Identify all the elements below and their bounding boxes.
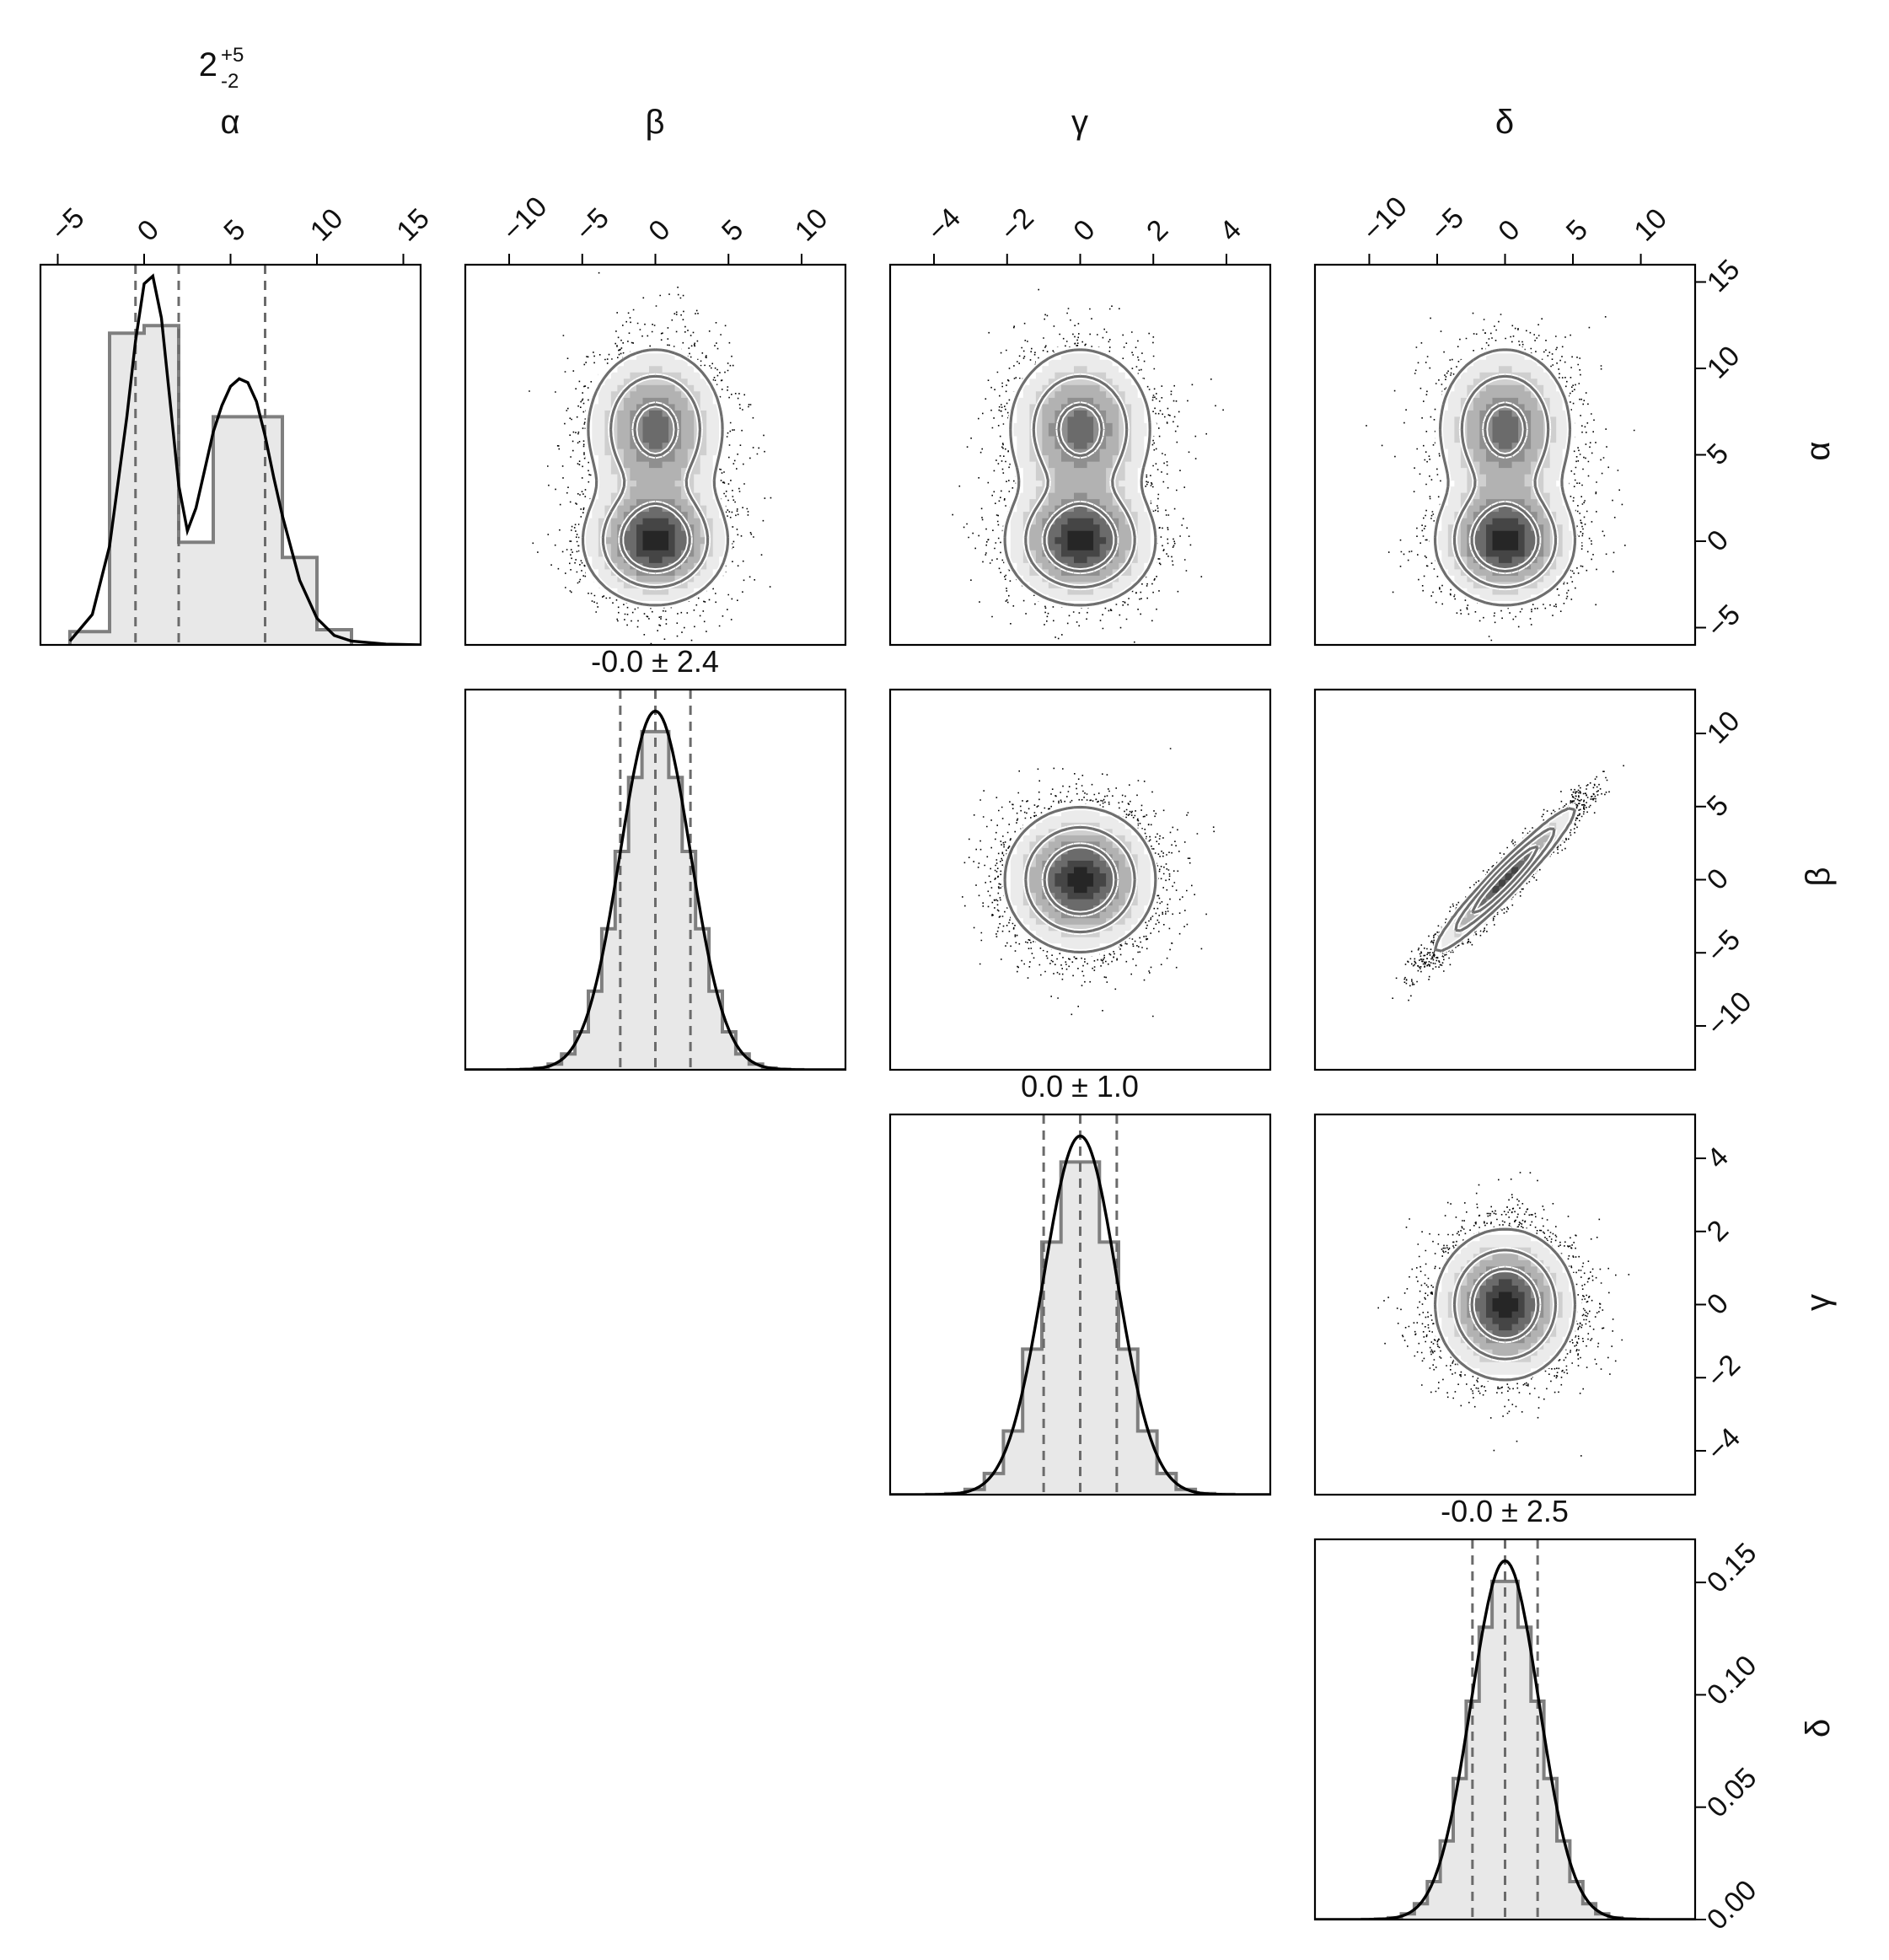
plot-area [529,271,772,645]
summary-alpha-sup: +5 [221,44,244,67]
contour-line-3 [1043,403,1118,573]
panel-frame [888,688,1272,1071]
contour-line-2 [1454,827,1556,932]
joint-panel-gamma-alpha [888,263,1272,647]
joint-panel-delta-gamma [1313,1113,1697,1496]
summary-alpha-sub: -2 [221,70,239,93]
marginal-panel-delta [1313,1538,1697,1921]
joint-panel-gamma-beta [888,688,1272,1071]
density-level-7 [642,530,669,550]
contour-line-3 [1470,403,1540,573]
panel-frame [1313,1538,1697,1921]
density-level-7 [1067,867,1094,894]
density-level-6 [1492,867,1519,894]
contour-line-2 [1024,825,1136,934]
plot-area [1377,1172,1630,1457]
joint-panel-delta-alpha [1313,263,1697,647]
column-header-alpha: α [220,104,239,141]
contour-line-2 [1452,374,1558,589]
plot-area [962,748,1215,1018]
column-header-gamma: γ [1071,104,1088,141]
column-header-delta: δ [1495,104,1514,141]
panel-frame [888,1113,1272,1496]
marginal-panel-beta [464,688,847,1071]
plot-area [1392,765,1624,1001]
row-label-alpha: α [1800,441,1837,460]
summary-alpha-base: 2 [199,46,217,83]
contour-line-3 [1471,845,1539,915]
contour-line-3 [620,403,691,573]
plot-area [952,288,1224,645]
plot-area [67,265,421,645]
contour-line-1 [1434,807,1576,953]
density-level-7 [1492,1291,1519,1318]
marginal-summary-alpha: 2 +5 -2 [199,44,244,93]
plot-area [1366,312,1635,642]
contour-line-1 [1433,348,1577,607]
contour-line-1 [1003,805,1157,954]
density-level-7 [1492,530,1519,550]
contour-line-2 [1024,374,1136,589]
marginal-summary-delta: -0.0 ± 2.5 [1441,1494,1569,1528]
joint-panel-beta-alpha [464,263,847,647]
column-header-beta: β [645,104,664,141]
histogram-step [67,324,353,645]
contour-line-1 [1003,348,1157,607]
row-label-beta: β [1800,867,1837,886]
contour-line-1 [1433,1227,1577,1382]
density-level-7 [1067,530,1094,550]
marginal-summary-gamma: 0.0 ± 1.0 [1021,1069,1139,1104]
scatter-points [952,288,1224,645]
contour-line-2 [1452,1248,1558,1361]
histogram-fill [69,325,352,645]
contour-line-1 [581,348,730,607]
row-label-delta: δ [1800,1719,1837,1737]
contour-line-2 [601,374,710,589]
row-label-gamma: γ [1800,1294,1837,1311]
marginal-panel-gamma [888,1113,1272,1496]
marginal-summary-beta: -0.0 ± 2.4 [591,644,719,679]
contour-line-3 [1043,844,1118,916]
kde-curve [68,273,421,645]
contour-line-3 [1470,1267,1540,1342]
panel-frame [464,688,847,1071]
joint-panel-delta-beta [1313,688,1697,1071]
